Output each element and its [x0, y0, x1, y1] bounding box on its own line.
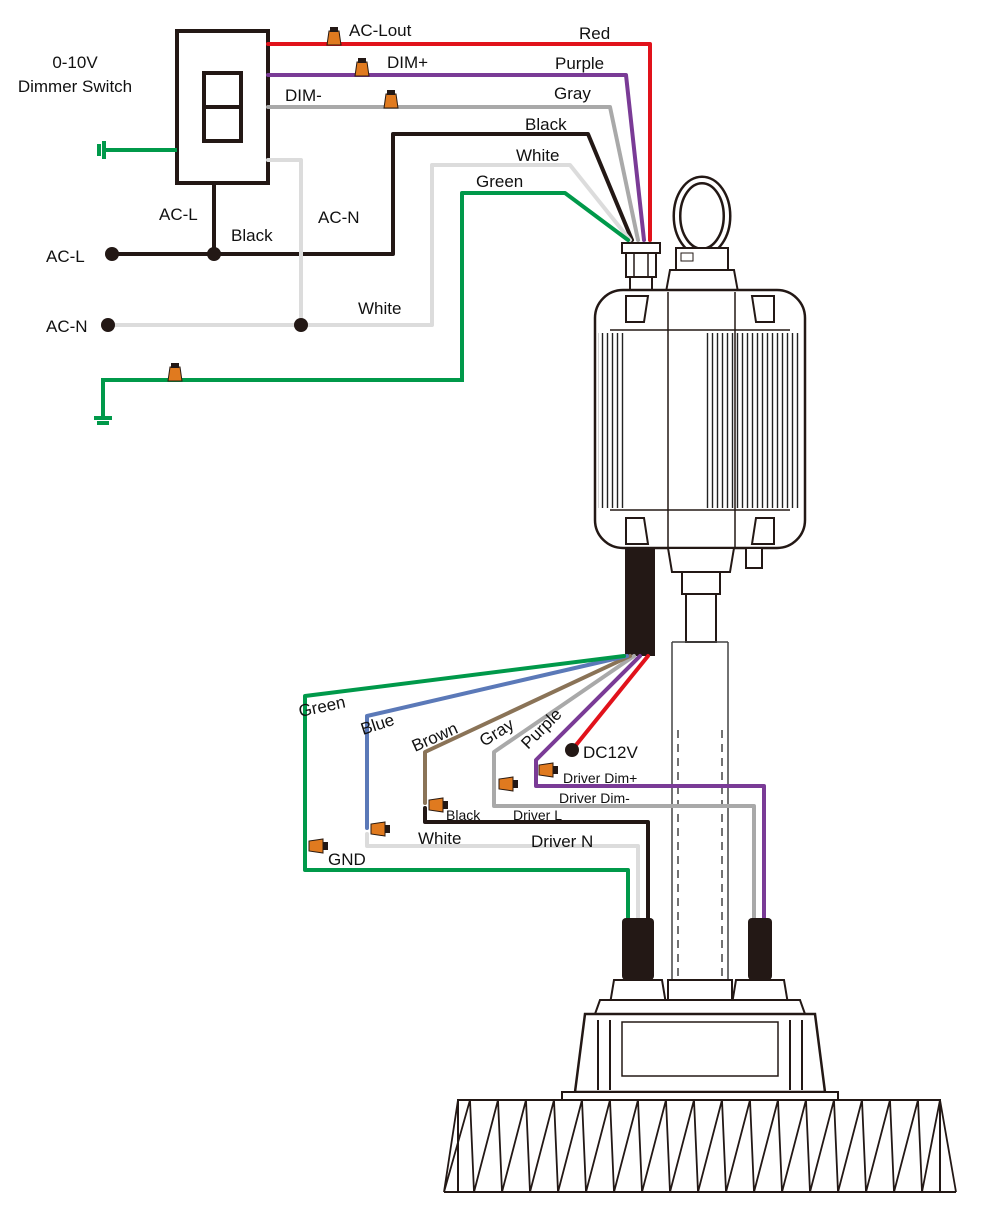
label-gray: Gray	[554, 84, 591, 103]
white-wire-dimmer-acn	[266, 158, 303, 327]
label-green: Green	[476, 172, 523, 191]
dc12v-terminal	[565, 743, 579, 757]
wire-nut-ac-lout	[326, 26, 342, 46]
driver-bottom-fitting	[666, 547, 763, 643]
label-red: Red	[579, 24, 610, 43]
red-wire-upper	[266, 42, 652, 242]
ac-n-junction	[294, 318, 308, 332]
wire-nut-driver-n	[370, 821, 391, 837]
blue-wire-lower	[365, 654, 629, 830]
white-wire-upper	[106, 163, 632, 327]
purple-wire-lower	[534, 654, 766, 922]
label-dim-minus: DIM-	[285, 86, 322, 105]
ac-l-junction	[207, 247, 221, 261]
label-ac-l-wire: AC-L	[159, 205, 198, 224]
dimmer-title-line1: 0-10V	[52, 53, 98, 72]
label-driver-n: Driver N	[531, 832, 593, 851]
label-gnd: GND	[328, 850, 366, 869]
black-wire-lower	[423, 806, 650, 922]
red-wire-lower	[570, 654, 650, 752]
label-white-mains: White	[358, 299, 401, 318]
label-ac-lout: AC-Lout	[349, 21, 412, 40]
wire-nut-gnd	[308, 838, 329, 854]
label-driver-l: Driver L	[513, 807, 562, 823]
label-ac-n-terminal: AC-N	[46, 317, 88, 336]
label-driver-dim-minus: Driver Dim-	[559, 790, 630, 806]
wire-nut-driver-dim-minus	[498, 776, 519, 792]
lamp-cable-right	[730, 918, 790, 1005]
wire-nut-dim-plus	[354, 57, 370, 77]
label-black-lower: Black	[446, 807, 481, 823]
white-wire-lower	[365, 832, 640, 922]
label-brown-lower: Brown	[409, 719, 461, 756]
dimmer-switch	[175, 29, 270, 185]
gray-wire-upper	[266, 105, 640, 242]
label-black: Black	[525, 115, 567, 134]
label-black-mains: Black	[231, 226, 273, 245]
label-white-lower: White	[418, 829, 461, 848]
gray-wire-lower	[492, 654, 756, 922]
purple-wire-upper	[266, 73, 646, 242]
wire-nut-dim-minus	[383, 89, 399, 109]
label-white: White	[516, 146, 559, 165]
lamp-head-body	[561, 979, 839, 1101]
ground-symbol-lower	[94, 193, 464, 425]
label-dim-plus: DIM+	[387, 53, 428, 72]
eye-bolt	[664, 175, 740, 293]
wire-nut-driver-dim-plus	[538, 762, 559, 778]
label-ac-n-wire: AC-N	[318, 208, 360, 227]
ac-n-terminal	[101, 318, 115, 332]
ground-symbol-upper	[97, 141, 177, 159]
label-purple: Purple	[555, 54, 604, 73]
label-blue-lower: Blue	[358, 710, 396, 739]
label-ac-l-terminal: AC-L	[46, 247, 85, 266]
lamp-cable-left	[608, 918, 668, 1005]
green-wire-lower	[303, 654, 630, 922]
ac-l-terminal	[105, 247, 119, 261]
driver-housing	[593, 288, 807, 550]
lamp-reflector	[443, 1099, 957, 1193]
green-wire-upper	[460, 191, 630, 242]
cable-gland-upper	[621, 242, 661, 293]
output-cable-jacket	[625, 548, 655, 656]
brown-wire-lower	[423, 654, 632, 805]
wire-nut-ground	[167, 362, 183, 382]
support-tube	[671, 641, 729, 980]
dimmer-title-line2: Dimmer Switch	[18, 77, 132, 96]
label-driver-dim-plus: Driver Dim+	[563, 770, 637, 786]
label-dc12v: DC12V	[583, 743, 638, 762]
